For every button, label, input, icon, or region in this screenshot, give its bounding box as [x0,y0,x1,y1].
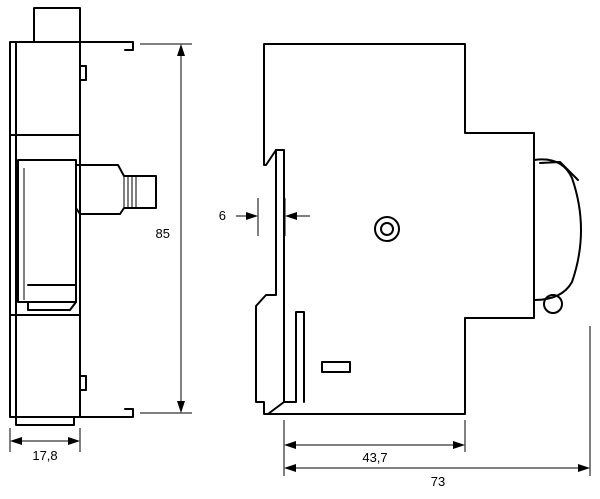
top-rail-flange [79,41,134,51]
bottom-foot [15,416,75,426]
dome-cap [533,158,582,301]
offset-arrow-left [246,212,258,220]
body-arrow-right [453,441,465,449]
front-body-outline [9,41,81,418]
body-arrow-left [284,441,296,449]
bottom-rail-flange [79,408,134,418]
offset-label: 6 [219,208,226,223]
top-clip-tab [33,7,81,43]
body-depth-label: 43,7 [362,450,387,465]
rail-clip [283,311,305,403]
front-view [9,7,157,426]
offset-arrow-right [285,212,297,220]
rail-notch-inner [267,149,285,415]
toggle-lever[interactable] [75,164,157,215]
dimension-rail-offset: 6 [219,198,310,236]
width-arrow-right [68,437,80,445]
height-arrow-top [177,44,185,56]
height-arrow-bottom [177,401,185,413]
height-label: 85 [156,226,170,241]
total-depth-label: 73 [431,474,445,489]
upper-latch [79,65,87,81]
bottom-knob [543,294,563,314]
width-arrow-left [10,437,22,445]
dimension-body-depth: 43,7 [283,420,466,476]
handle-recess-lip [27,301,77,311]
handle-recess [17,159,77,303]
pivot-outer [374,216,400,242]
dimension-height: 85 [140,43,192,414]
width-label: 17,8 [32,448,57,463]
total-arrow-left [284,464,296,472]
dimension-side-width: 17,8 [9,428,81,463]
total-arrow-right [578,464,590,472]
dome-top-ridge [539,161,579,181]
pivot-inner [380,222,394,236]
profile-view [255,43,582,415]
lower-latch [79,375,87,391]
dimension-total-depth: 73 [284,326,591,489]
indicator-window [321,361,351,373]
housing-outline [255,43,535,415]
